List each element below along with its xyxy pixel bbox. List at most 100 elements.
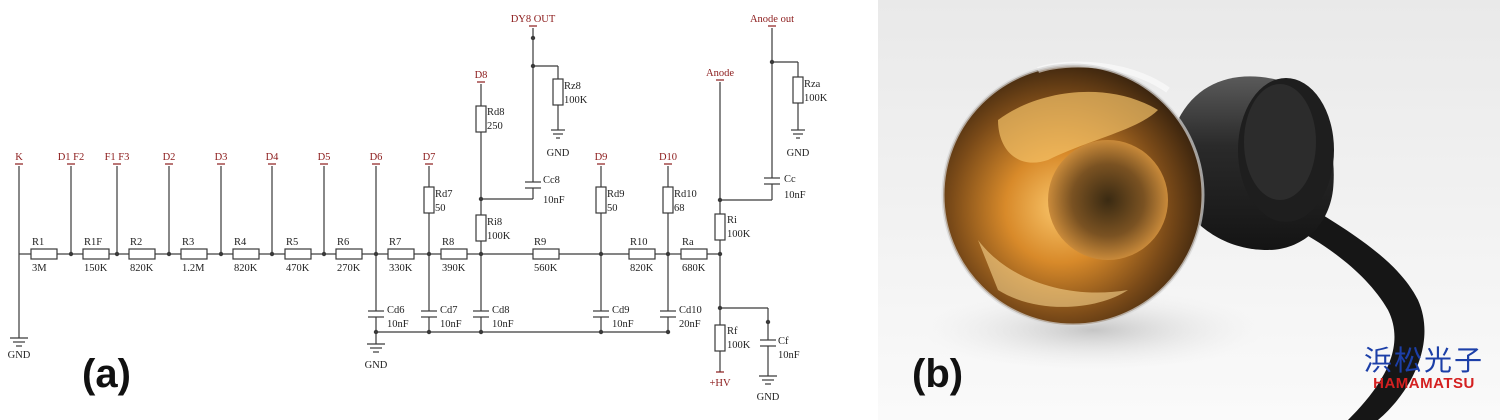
gnd-label: GND <box>365 360 388 371</box>
capacitor-value: 10nF <box>778 350 800 361</box>
capacitor-value: 10nF <box>612 319 634 330</box>
resistor-Rd9 <box>595 186 607 214</box>
resistor-value: 470K <box>286 263 310 274</box>
capacitor-value: 20nF <box>679 319 701 330</box>
pin-label: F1 F3 <box>105 152 130 163</box>
resistor-value: 68 <box>674 203 685 214</box>
resistor-name: R8 <box>442 237 454 248</box>
pin-label: D2 <box>163 152 176 163</box>
resistor-R1F <box>82 248 110 260</box>
capacitor-value: 10nF <box>784 190 806 201</box>
gnd-label: GND <box>547 148 570 159</box>
resistor-name: R3 <box>182 237 194 248</box>
resistor-name: Rd9 <box>607 189 625 200</box>
resistor-name: Rd10 <box>674 189 697 200</box>
resistor-Rz8 <box>552 78 564 106</box>
resistor-R10 <box>628 248 656 260</box>
junction-dot <box>114 251 120 257</box>
resistor-Rd10 <box>662 186 674 214</box>
resistor-name: Rd8 <box>487 107 505 118</box>
pin-label: D8 <box>475 70 488 81</box>
circuit-schematic: R13MR1F150KR2820KR31.2MR4820KR5470KR6270… <box>8 14 828 403</box>
resistor-R8 <box>440 248 468 260</box>
resistor-name: Rd7 <box>435 189 453 200</box>
resistor-name: R2 <box>130 237 142 248</box>
resistor-value: 50 <box>435 203 446 214</box>
resistor-R1 <box>30 248 58 260</box>
pin-label: D7 <box>423 152 436 163</box>
pin-label: DY8 OUT <box>511 14 556 25</box>
resistor-Ra <box>680 248 708 260</box>
resistor-R2 <box>128 248 156 260</box>
gnd-label: GND <box>8 350 31 361</box>
junction-dot <box>166 251 172 257</box>
resistor-R9 <box>532 248 560 260</box>
resistor-name: Rf <box>727 326 738 337</box>
resistor-value: 1.2M <box>182 263 205 274</box>
panel-label-b: (b) <box>912 352 964 396</box>
junction-dot <box>269 251 275 257</box>
gnd-label: GND <box>787 148 810 159</box>
pin-label: D4 <box>266 152 280 163</box>
resistor-value: 560K <box>534 263 558 274</box>
resistor-value: 100K <box>727 340 751 351</box>
pin-label: K <box>15 152 23 163</box>
logo-kanji: 浜松光子 <box>1363 344 1484 377</box>
capacitor-name: Cc <box>784 174 796 185</box>
pin-label: D1 F2 <box>58 152 85 163</box>
resistor-value: 250 <box>487 121 503 132</box>
resistor-R5 <box>284 248 312 260</box>
resistor-Ri <box>714 213 726 241</box>
resistor-name: Ra <box>682 237 694 248</box>
resistor-Ri8 <box>475 214 487 242</box>
resistor-name: R10 <box>630 237 648 248</box>
gnd-label: GND <box>757 392 780 403</box>
pin-label: D9 <box>595 152 608 163</box>
resistor-name: R1 <box>32 237 44 248</box>
resistor-value: 820K <box>130 263 154 274</box>
logo-text: HAMAMATSU <box>1373 375 1475 392</box>
resistor-Rd8 <box>475 105 487 133</box>
resistor-name: Rz8 <box>564 81 581 92</box>
pin-label: Anode out <box>750 14 794 25</box>
pmt-bulb-illustration <box>878 0 1500 420</box>
pin-label: D3 <box>215 152 228 163</box>
capacitor-name: Cc8 <box>543 175 560 186</box>
junction-dot <box>765 319 771 325</box>
resistor-name: R7 <box>389 237 401 248</box>
junction-dot <box>717 251 723 257</box>
junction-dot <box>68 251 74 257</box>
resistor-Rd7 <box>423 186 435 214</box>
resistor-name: R5 <box>286 237 298 248</box>
resistor-value: 330K <box>389 263 413 274</box>
capacitor-value: 10nF <box>387 319 409 330</box>
junction-dot <box>218 251 224 257</box>
resistor-name: R1F <box>84 237 102 248</box>
junction-dot <box>530 35 536 41</box>
capacitor-name: Cd9 <box>612 305 630 316</box>
panel-label-a: (a) <box>82 352 131 396</box>
capacitor-name: Cd8 <box>492 305 510 316</box>
pin-label: D6 <box>370 152 383 163</box>
capacitor-name: Cd6 <box>387 305 405 316</box>
capacitor-value: 10nF <box>543 195 565 206</box>
resistor-name: Ri <box>727 215 737 226</box>
junction-dot <box>321 251 327 257</box>
capacitor-name: Cd10 <box>679 305 702 316</box>
pin-label: D5 <box>318 152 331 163</box>
resistor-value: 50 <box>607 203 618 214</box>
resistor-value: 100K <box>487 231 511 242</box>
resistor-name: R4 <box>234 237 247 248</box>
resistor-name: R9 <box>534 237 546 248</box>
resistor-value: 100K <box>727 229 751 240</box>
resistor-value: 3M <box>32 263 47 274</box>
capacitor-value: 10nF <box>492 319 514 330</box>
capacitor-value: 10nF <box>440 319 462 330</box>
resistor-R6 <box>335 248 363 260</box>
resistor-name: Ri8 <box>487 217 502 228</box>
capacitor-name: Cf <box>778 336 789 347</box>
pmt-photo: 浜松光子 HAMAMATSU <box>878 0 1500 420</box>
resistor-value: 100K <box>564 95 588 106</box>
pin-label: D10 <box>659 152 677 163</box>
resistor-value: 680K <box>682 263 706 274</box>
